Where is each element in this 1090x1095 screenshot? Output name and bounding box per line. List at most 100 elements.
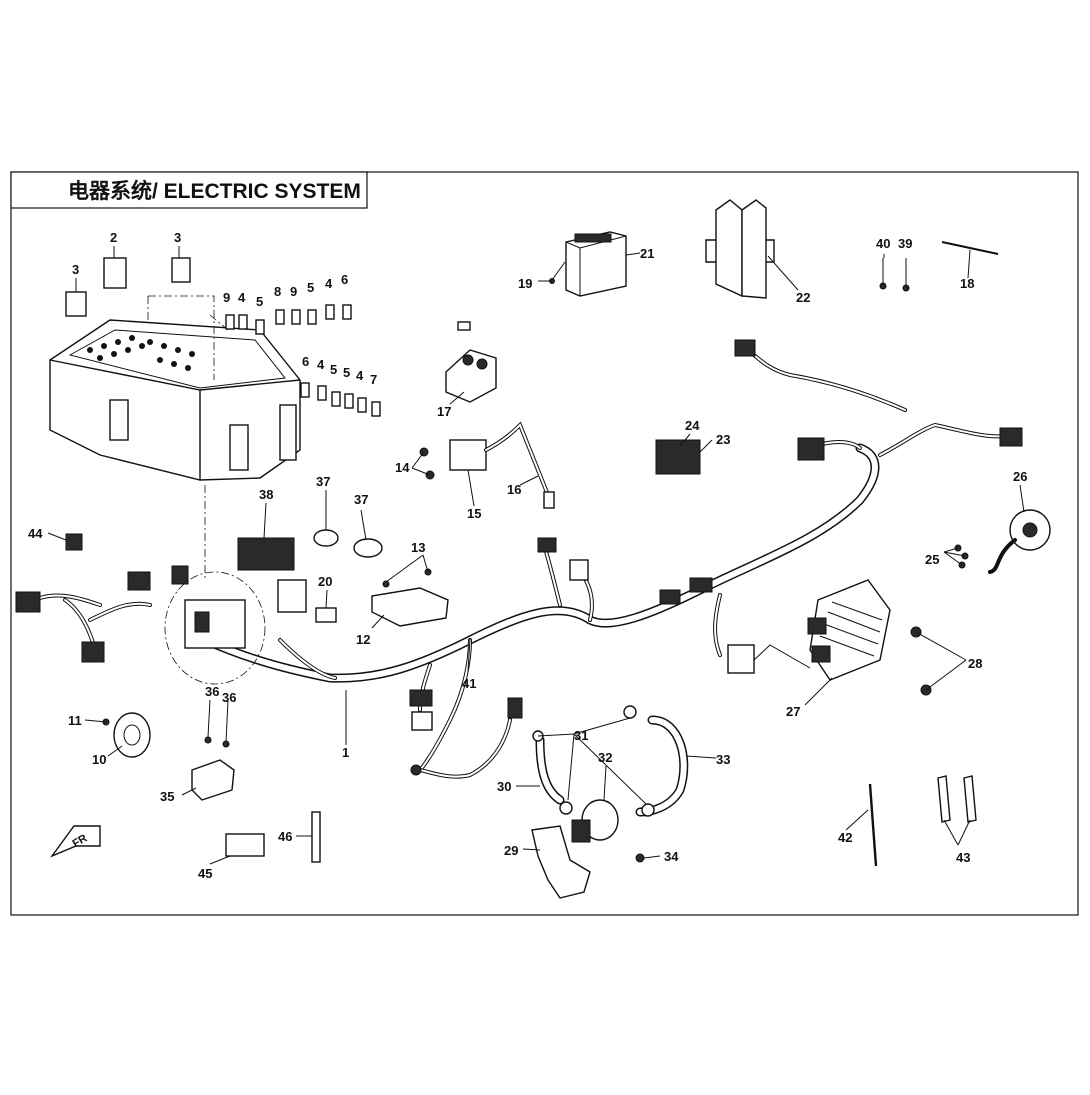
bolt xyxy=(635,853,645,863)
callout-8: 8 xyxy=(274,284,281,299)
callout-14: 14 xyxy=(395,460,410,475)
callout-16: 16 xyxy=(507,482,521,497)
connector-plug xyxy=(65,533,83,551)
callout-15: 15 xyxy=(467,506,481,521)
inline-fuse xyxy=(311,811,321,863)
callout-39: 39 xyxy=(898,236,912,251)
fuse-set-lower xyxy=(300,382,381,417)
detail-circle xyxy=(164,571,266,685)
callout-41: 41 xyxy=(462,676,476,691)
callout-5: 5 xyxy=(343,365,350,380)
callout-13: 13 xyxy=(411,540,425,555)
fuse-box-on-harness xyxy=(184,599,246,649)
cable-clamp xyxy=(353,538,383,558)
callout-2: 2 xyxy=(110,230,117,245)
cable-clamp xyxy=(313,529,339,547)
relay-small xyxy=(171,257,191,283)
harness-connector xyxy=(81,641,105,663)
leader-lines xyxy=(47,246,1025,865)
callout-35: 35 xyxy=(160,789,174,804)
callout-31: 31 xyxy=(574,728,588,743)
callout-29: 29 xyxy=(504,843,518,858)
callout-46: 46 xyxy=(278,829,292,844)
callout-4: 4 xyxy=(317,357,325,372)
horn xyxy=(113,712,151,758)
harness-connector xyxy=(127,571,151,591)
callout-12: 12 xyxy=(356,632,370,647)
callout-24: 24 xyxy=(685,418,700,433)
callout-43: 43 xyxy=(956,850,970,865)
callout-11: 11 xyxy=(68,713,82,728)
callout-6: 6 xyxy=(302,354,309,369)
harness-connector xyxy=(171,565,189,585)
callout-30: 30 xyxy=(497,779,511,794)
callout-20: 20 xyxy=(318,574,332,589)
connector-block xyxy=(277,579,307,613)
ring-terminal xyxy=(410,764,422,776)
diagram-title: 电器系统/ ELECTRIC SYSTEM xyxy=(68,179,361,203)
callout-37: 37 xyxy=(354,492,368,507)
tape-strip xyxy=(963,775,977,823)
callout-4: 4 xyxy=(238,290,246,305)
harness-connector xyxy=(537,537,557,553)
front-direction-marker xyxy=(49,825,101,858)
fuse-box-latch xyxy=(229,424,249,471)
harness-connector xyxy=(411,711,433,731)
callout-28: 28 xyxy=(968,656,982,671)
tape-strip xyxy=(937,775,951,823)
rod xyxy=(941,241,999,255)
harness-connector xyxy=(659,589,681,605)
voltage-module xyxy=(237,537,295,571)
title-box xyxy=(10,171,368,209)
callout-18: 18 xyxy=(960,276,974,291)
callout-4: 4 xyxy=(356,368,364,383)
callout-labels: 1 2 3 3 9 4 5 8 9 5 4 6 6 4 5 5 4 7 10 1… xyxy=(28,230,1027,881)
small-connector xyxy=(315,607,337,623)
tilt-sensor xyxy=(191,759,235,801)
callout-10: 10 xyxy=(92,752,106,767)
harness-connector xyxy=(727,644,755,674)
pump-bracket xyxy=(531,825,591,899)
callout-42: 42 xyxy=(838,830,852,845)
callout-23: 23 xyxy=(716,432,730,447)
callout-19: 19 xyxy=(518,276,532,291)
callout-37: 37 xyxy=(316,474,330,489)
callout-26: 26 xyxy=(1013,469,1027,484)
callout-22: 22 xyxy=(796,290,810,305)
relay-pair xyxy=(655,439,701,475)
callout-17: 17 xyxy=(437,404,451,419)
callout-6: 6 xyxy=(341,272,348,287)
callout-9: 9 xyxy=(290,284,297,299)
callout-36: 36 xyxy=(205,684,219,699)
fuse-set-upper xyxy=(225,304,352,335)
cable-tie xyxy=(868,783,878,867)
relay-large xyxy=(103,257,127,289)
harness-connector-top xyxy=(734,339,756,357)
solenoid-cap xyxy=(457,321,471,331)
spark-plug-cap xyxy=(543,491,555,509)
fuse-box-assembly xyxy=(49,319,301,481)
fuse-box-latch xyxy=(109,399,129,441)
callout-25: 25 xyxy=(925,552,939,567)
callout-5: 5 xyxy=(256,294,263,309)
fuse-box-latch xyxy=(279,404,297,461)
callout-7: 7 xyxy=(370,372,377,387)
callout-3: 3 xyxy=(72,262,79,277)
callout-5: 5 xyxy=(307,280,314,295)
callout-33: 33 xyxy=(716,752,730,767)
harness-connector xyxy=(507,697,523,719)
harness-connector xyxy=(409,689,433,707)
callout-21: 21 xyxy=(640,246,654,261)
callout-5: 5 xyxy=(330,362,337,377)
sensor-body xyxy=(449,439,487,471)
relay-small xyxy=(65,291,87,317)
callout-4: 4 xyxy=(325,276,333,291)
callout-38: 38 xyxy=(259,487,273,502)
callout-9: 9 xyxy=(223,290,230,305)
callout-32: 32 xyxy=(598,750,612,765)
callout-3: 3 xyxy=(174,230,181,245)
callout-1: 1 xyxy=(342,745,349,760)
harness-connector xyxy=(797,437,825,461)
control-unit xyxy=(371,587,449,627)
